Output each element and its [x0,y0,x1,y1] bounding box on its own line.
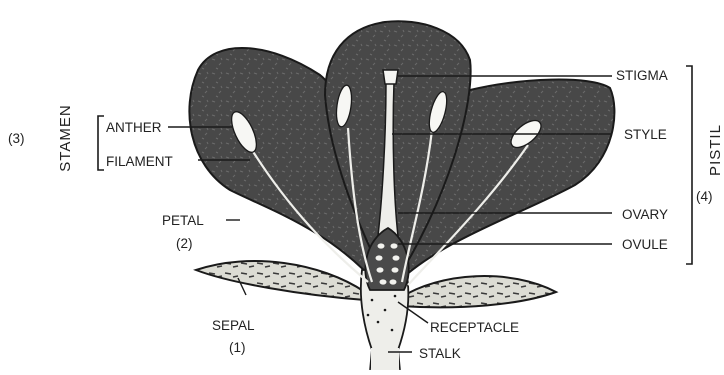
sepal-left [196,261,365,300]
style-label: STYLE [624,127,667,142]
pistil-bracket [686,66,692,264]
stigma-label: STIGMA [616,68,668,83]
sepal-right [400,276,556,307]
pistil-label: PISTIL [707,124,724,176]
ovule-label: OVULE [622,237,668,252]
stamen-bracket [98,116,104,170]
stalk-label: STALK [419,346,461,361]
pistil-number: (4) [696,189,713,204]
receptacle-label: RECEPTACLE [430,320,519,335]
stamen-label: STAMEN [57,104,74,171]
anther-label: ANTHER [106,120,162,135]
filament-label: FILAMENT [106,154,173,169]
ovary-label: OVARY [622,207,668,222]
sepal-number: (1) [229,340,246,355]
petal-number: (2) [176,236,193,251]
stigma [383,70,398,84]
petal-label: PETAL [162,213,204,228]
stamen-number: (3) [8,131,25,146]
sepal-label: SEPAL [212,318,255,333]
